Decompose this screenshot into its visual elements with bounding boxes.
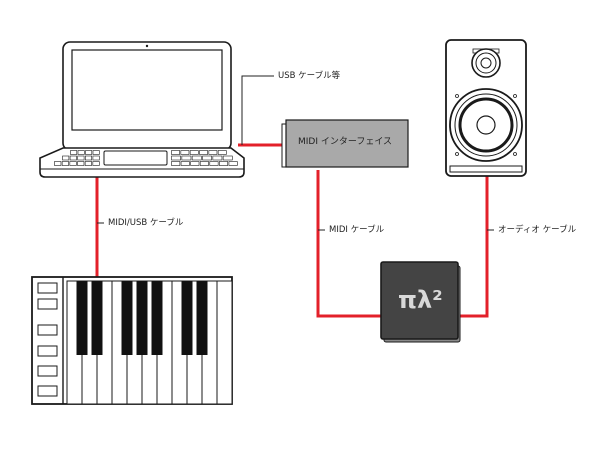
- laptop-key: [217, 150, 227, 155]
- laptop-key: [212, 155, 223, 161]
- laptop-key: [209, 161, 219, 166]
- white-key: [216, 280, 233, 405]
- laptop-key: [171, 155, 181, 161]
- laptop-key: [69, 161, 77, 166]
- black-key: [91, 281, 103, 355]
- black-key: [136, 281, 148, 355]
- label-leaders: [97, 75, 494, 231]
- controller-button: [37, 345, 58, 357]
- laptop-key: [69, 155, 77, 161]
- sound-module-box: [380, 261, 461, 343]
- laptop-key: [222, 155, 233, 161]
- laptop-key: [62, 155, 70, 161]
- laptop-key: [70, 150, 78, 155]
- cables: [95, 143, 489, 318]
- midi-cable-line: [316, 170, 384, 318]
- laptop-key: [180, 150, 190, 155]
- laptop-key: [171, 150, 180, 155]
- controller-button: [37, 298, 58, 310]
- audio-cable-label: オーディオ ケーブル: [498, 225, 577, 235]
- laptop-icon: [39, 41, 245, 178]
- laptop-key: [77, 155, 85, 161]
- laptop-key: [181, 155, 192, 161]
- midi-cable-label: MIDI ケーブル: [329, 225, 385, 235]
- laptop-key: [92, 150, 100, 155]
- laptop-key: [61, 161, 69, 166]
- midi-interface-label: MIDI インターフェイス: [298, 137, 393, 147]
- sound-module-logo: πλ²: [398, 286, 443, 314]
- usb-cable-label: USB ケーブル等: [278, 71, 341, 81]
- midi-usb-cable-label: MIDI/USB ケーブル: [108, 218, 184, 228]
- laptop-key: [85, 155, 93, 161]
- laptop-key: [85, 150, 93, 155]
- laptop-key: [199, 150, 208, 155]
- controller-button: [37, 324, 58, 336]
- laptop-key: [190, 161, 200, 166]
- controller-button: [37, 365, 58, 377]
- laptop-key: [171, 161, 181, 166]
- midi-keyboard-controller-icon: [31, 276, 233, 405]
- laptop-key: [219, 161, 229, 166]
- audio-cable-line: [460, 175, 489, 318]
- black-key: [181, 281, 193, 355]
- laptop-key: [202, 155, 212, 161]
- controller-button: [37, 282, 58, 294]
- laptop-key: [228, 161, 238, 166]
- black-key: [76, 281, 88, 355]
- laptop-key: [180, 161, 190, 166]
- controller-button: [37, 385, 58, 397]
- laptop-key: [77, 150, 85, 155]
- laptop-key: [92, 155, 100, 161]
- laptop-key: [189, 150, 199, 155]
- laptop-key: [77, 161, 85, 166]
- studio-monitor-speaker-icon: [445, 39, 527, 177]
- black-key: [196, 281, 208, 355]
- black-key: [121, 281, 133, 355]
- laptop-key: [54, 161, 62, 166]
- laptop-key: [92, 161, 100, 166]
- midi-interface-box: [281, 119, 409, 168]
- laptop-key: [199, 161, 209, 166]
- laptop-key: [208, 150, 218, 155]
- laptop-key: [84, 161, 92, 166]
- usb-cable-leader: [241, 75, 274, 145]
- laptop-key: [191, 155, 202, 161]
- black-key: [151, 281, 163, 355]
